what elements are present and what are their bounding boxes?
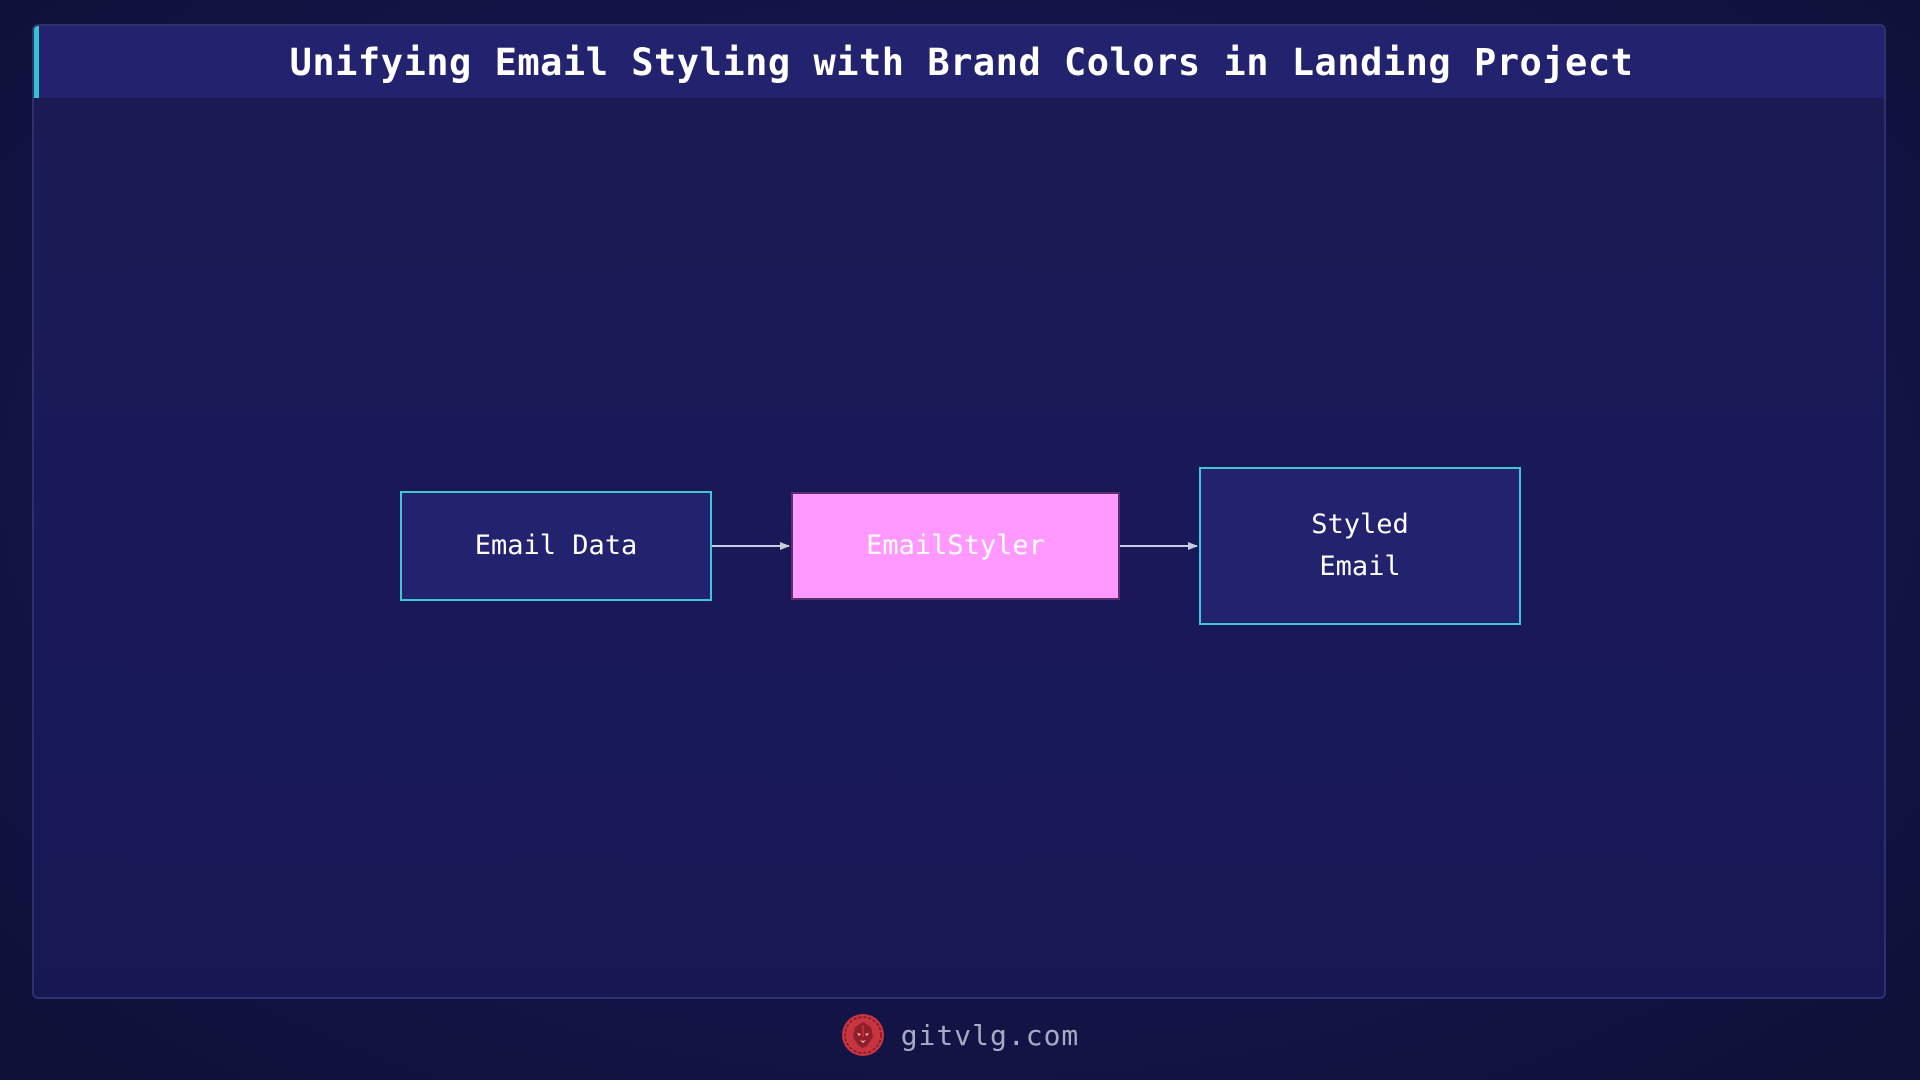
title-bar: Unifying Email Styling with Brand Colors… (34, 26, 1884, 98)
footer: gitvlg.com (0, 1010, 1920, 1060)
lion-head-icon (841, 1014, 884, 1056)
page-title: Unifying Email Styling with Brand Colors… (289, 40, 1634, 84)
footer-site-link[interactable]: gitvlg.com (900, 1018, 1080, 1052)
diagram-card: Unifying Email Styling with Brand Colors… (32, 24, 1886, 999)
